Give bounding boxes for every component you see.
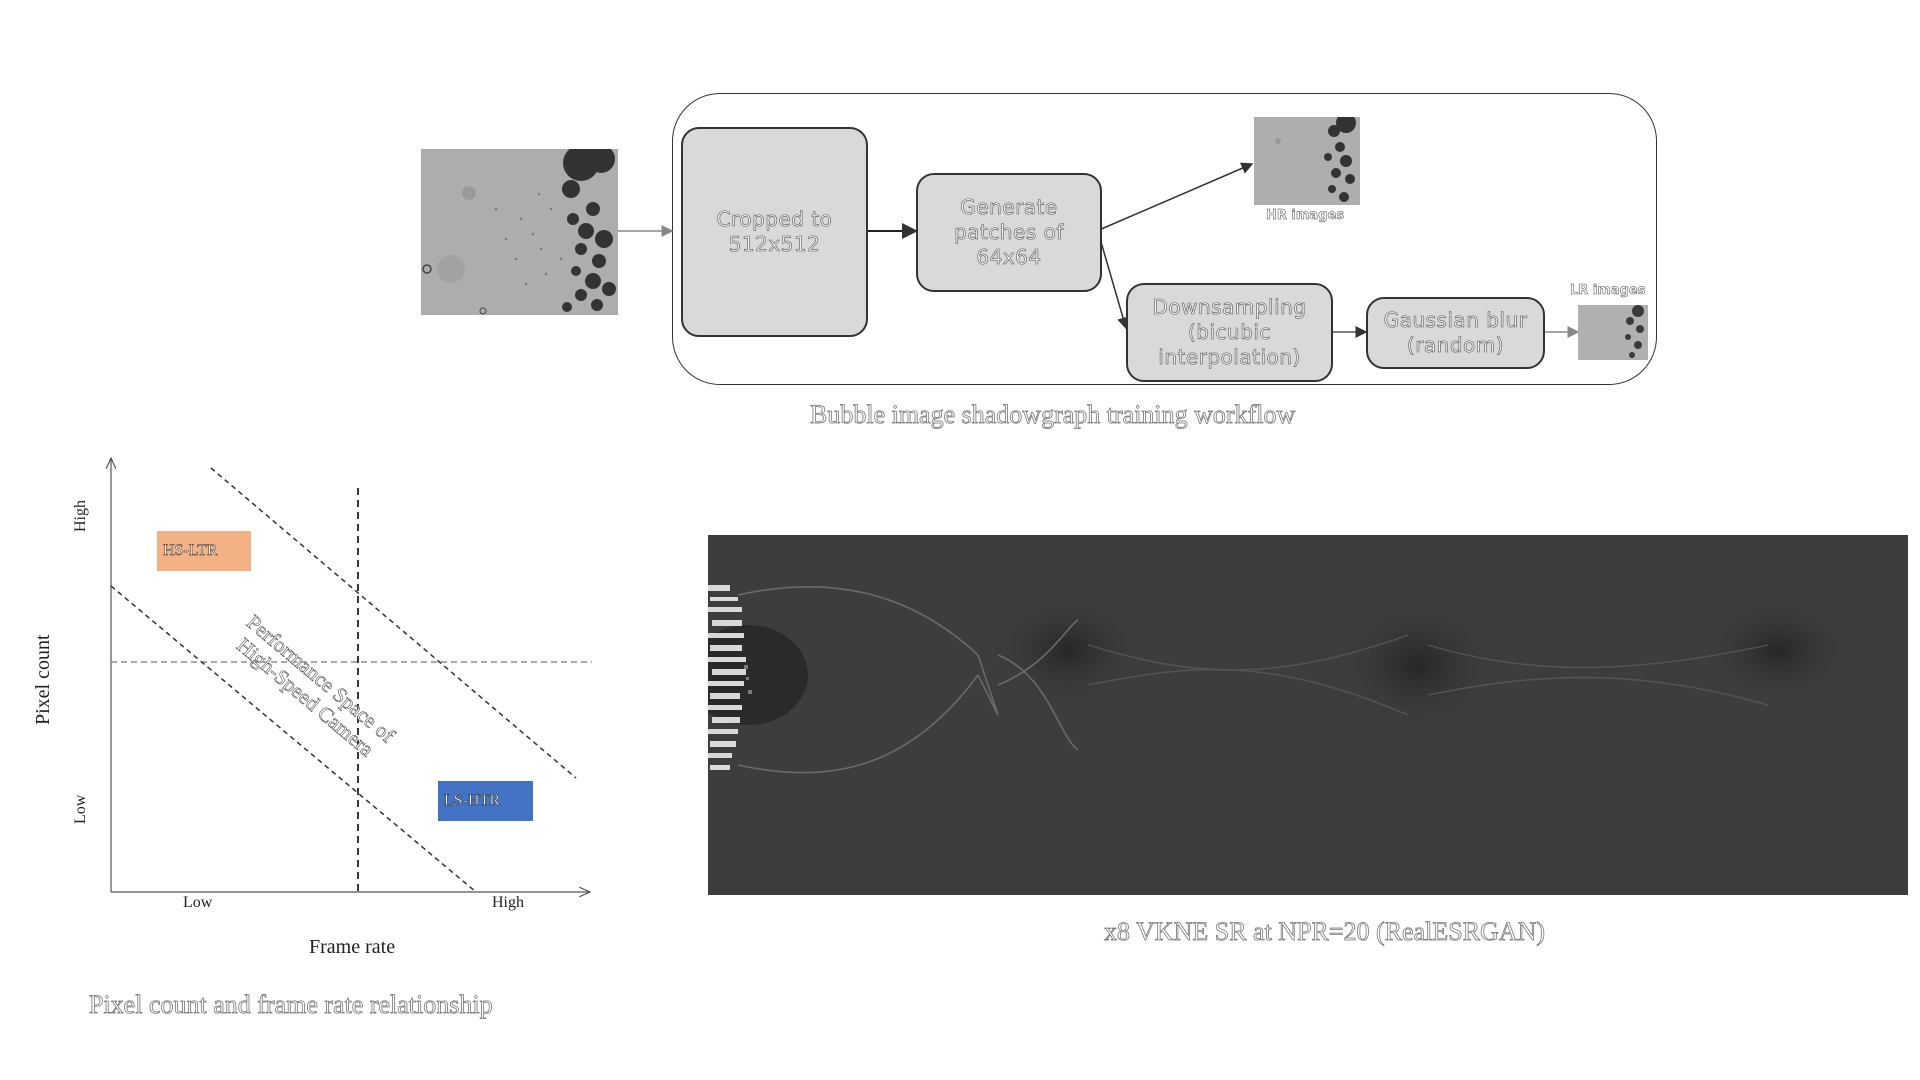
- ls-htr-tag: LS-HTR: [438, 781, 533, 821]
- input-bubble-graphic: [421, 149, 618, 315]
- hr-image: [1254, 117, 1360, 205]
- step-crop: Cropped to 512x512: [681, 127, 868, 337]
- y-axis-label: Pixel count: [32, 634, 54, 725]
- hs-ltr-label: HS-LTR: [163, 542, 218, 560]
- x-high-label: High: [492, 894, 524, 911]
- y-high-label: High: [72, 500, 89, 532]
- step-patches: Generate patches of 64x64: [916, 173, 1102, 292]
- input-bubble-image: [421, 149, 618, 315]
- step-blur-label: Gaussian blur (random): [1383, 308, 1528, 358]
- x-low-label: Low: [183, 894, 213, 911]
- step-downsample: Downsampling (bicubic interpolation): [1126, 283, 1333, 382]
- hs-ltr-tag: HS-LTR: [157, 531, 251, 571]
- lower-bound-line: [110, 585, 477, 893]
- sr-image: [708, 535, 1908, 895]
- lr-image: [1578, 305, 1648, 360]
- tradeoff-caption: Pixel count and frame rate relationship: [89, 990, 493, 1020]
- hr-bubble-graphic: [1254, 117, 1360, 205]
- ls-htr-label: LS-HTR: [444, 792, 501, 810]
- lr-bubble-graphic: [1578, 305, 1648, 360]
- step-crop-label: Cropped to 512x512: [716, 207, 833, 257]
- upper-bound-line: [210, 467, 577, 779]
- lr-images-label: LR images: [1570, 283, 1646, 299]
- step-blur: Gaussian blur (random): [1366, 297, 1545, 369]
- step-patches-label: Generate patches of 64x64: [954, 195, 1064, 270]
- y-low-label: Low: [72, 794, 89, 824]
- workflow-container: [672, 93, 1657, 385]
- x-axis-label: Frame rate: [309, 936, 396, 958]
- arrow-patches-to-downsample: [1098, 234, 1129, 330]
- sr-jet-graphic: [708, 535, 1908, 895]
- arrow-patches-to-hr: [1098, 162, 1254, 231]
- sr-caption: x8 VKNE SR at NPR=20 (RealESRGAN): [1104, 917, 1546, 947]
- step-downsample-label: Downsampling (bicubic interpolation): [1152, 295, 1307, 370]
- workflow-caption: Bubble image shadowgraph training workfl…: [810, 400, 1296, 430]
- hr-images-label: HR images: [1266, 208, 1345, 224]
